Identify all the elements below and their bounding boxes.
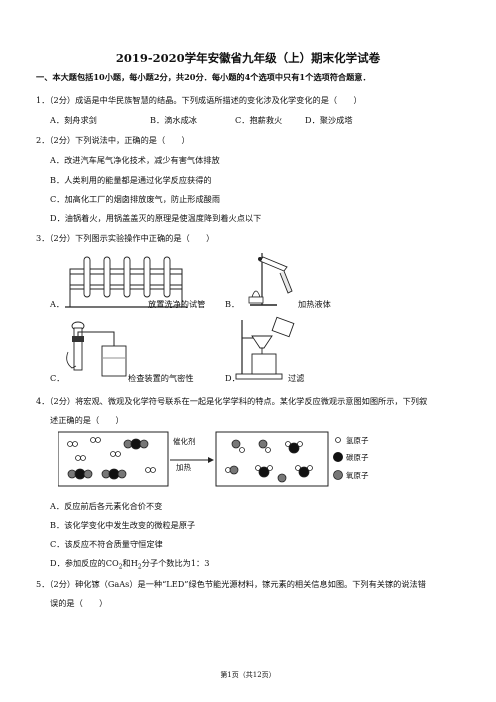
reaction-heat-label: 加热 xyxy=(176,463,191,472)
q3-option-b-caption: 加热液体 xyxy=(298,299,331,309)
q3-option-c-letter[interactable]: C． xyxy=(50,373,65,383)
q2-option-d[interactable]: D．油锅着火，用锅盖盖灭的原理是使温度降到着火点以下 xyxy=(50,213,262,223)
q4-option-d-co2: CO xyxy=(105,558,119,568)
q2-option-b[interactable]: B．人类利用的能量都是通过化学反应获得的 xyxy=(50,175,212,185)
airtightness-figure xyxy=(66,321,127,377)
heating-liquid-figure xyxy=(248,253,293,306)
q1-option-c[interactable]: C．抱薪救火 xyxy=(235,115,283,125)
q4-option-d-h2: H xyxy=(130,558,138,568)
reaction-catalyst-label: 催化剂 xyxy=(173,437,196,446)
q4-option-d-h2-sub: 2 xyxy=(137,563,142,571)
filtration-figure xyxy=(235,316,295,380)
q1-option-d[interactable]: D．聚沙成塔 xyxy=(305,115,353,125)
q4-option-d-suffix: 分子个数比为1：3 xyxy=(141,558,210,568)
q1-option-a[interactable]: A．刻舟求剑 xyxy=(50,115,97,125)
q4-option-b[interactable]: B．该化学变化中发生改变的微粒是原子 xyxy=(50,520,196,530)
q3-option-c-caption: 检查装置的气密性 xyxy=(128,373,194,383)
legend-hydrogen-label: 氢原子 xyxy=(346,436,369,445)
q3-option-d-caption: 过滤 xyxy=(288,373,305,383)
q3-option-b-letter[interactable]: B． xyxy=(225,299,240,309)
section-heading: 一、本大题包括10小题，每小题2分，共20分．每小题的4个选项中只有1个选项符合… xyxy=(36,72,371,82)
legend-carbon-marker xyxy=(333,452,343,462)
q3-option-a-letter[interactable]: A． xyxy=(50,299,65,309)
page-footer: 第1页（共12页） xyxy=(220,671,276,679)
test-tube-rack-figure xyxy=(65,256,187,308)
reaction-microscopic-diagram xyxy=(58,431,343,487)
q5-stem-line2: 误的是（ ） xyxy=(50,598,108,608)
q3-option-a-caption: 放置洗净的试管 xyxy=(148,299,206,309)
q3-option-d-letter[interactable]: D． xyxy=(225,373,240,383)
q4-option-d-and: 和 xyxy=(122,558,131,568)
q4-option-a[interactable]: A．反应前后各元素化合价不变 xyxy=(50,501,163,511)
q5-stem-line1: 5．（2分）砷化镓（GaAs）是一种“LED”绿色节能光源材料，镓元素的相关信息… xyxy=(36,579,426,589)
exam-title: 2019-2020学年安徽省九年级（上）期末化学试卷 xyxy=(115,51,381,65)
q4-stem-line2: 述正确的是（ ） xyxy=(50,415,124,425)
q1-option-b[interactable]: B．滴水成冰 xyxy=(150,115,197,125)
legend-hydrogen-marker xyxy=(335,437,341,443)
q4-option-c[interactable]: C．该反应不符合质量守恒定律 xyxy=(50,539,163,549)
q2-stem: 2．（2分）下列说法中，正确的是（ ） xyxy=(36,135,190,145)
q4-option-d-co2-sub: 2 xyxy=(118,563,123,571)
q2-option-c[interactable]: C．加高化工厂的烟囱排放废气，防止形成酸雨 xyxy=(50,194,221,204)
q4-stem-line1: 4．（2分）将宏观、微观及化学符号联系在一起是化学学科的特点。某化学反应微观示意… xyxy=(36,396,428,406)
q4-option-d-prefix: D．参加反应的 xyxy=(50,558,106,568)
legend-oxygen-label: 氧原子 xyxy=(346,471,369,480)
legend-oxygen-marker xyxy=(333,470,343,480)
q2-option-a[interactable]: A．改进汽车尾气净化技术，减少有害气体排放 xyxy=(50,155,220,165)
legend-carbon-label: 碳原子 xyxy=(346,453,369,462)
q3-stem: 3．（2分）下列图示实验操作中正确的是（ ） xyxy=(36,233,215,243)
q1-stem: 1．（2分）成语是中华民族智慧的结晶。下列成语所描述的变化涉及化学变化的是（ ） xyxy=(36,95,362,105)
q4-option-d[interactable]: D．参加反应的CO2和H2分子个数比为1：3 xyxy=(50,557,209,571)
